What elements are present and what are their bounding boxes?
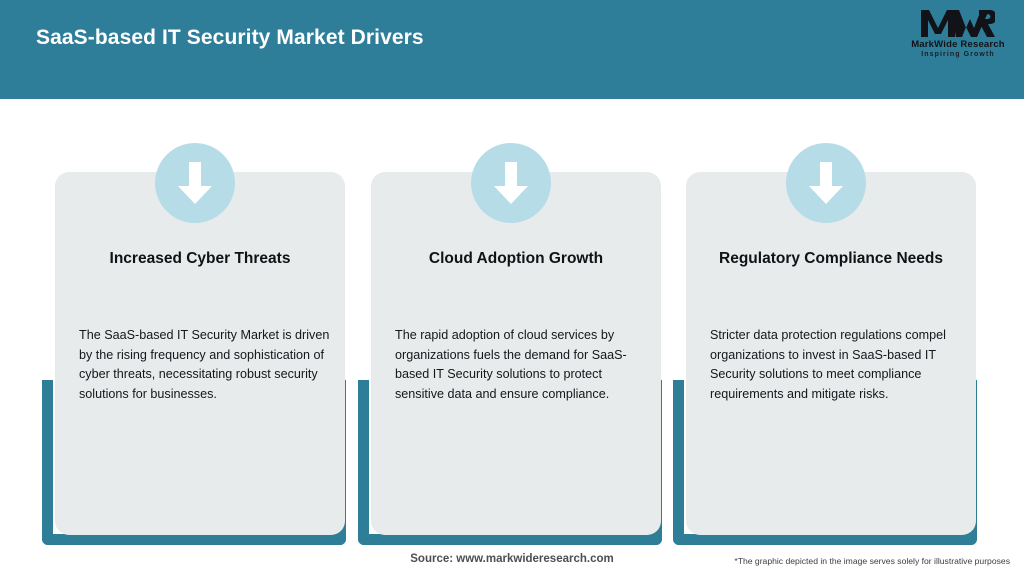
source-label: Source: www.markwideresearch.com: [410, 553, 614, 565]
page-title: SaaS-based IT Security Market Drivers: [36, 26, 424, 49]
disclaimer-label: *The graphic depicted in the image serve…: [734, 556, 1010, 566]
card-title: Regulatory Compliance Needs: [719, 250, 943, 267]
brand-logo: MarkWide Research Inspiring Growth: [904, 8, 1012, 64]
driver-card-1: Increased Cyber Threats The SaaS-based I…: [42, 99, 346, 545]
mwr-monogram-icon: [904, 8, 1012, 38]
card-title: Increased Cyber Threats: [109, 250, 291, 267]
arrow-down-icon: [786, 143, 866, 223]
driver-card-2: Cloud Adoption Growth The rapid adoption…: [358, 99, 662, 545]
driver-card-3: Regulatory Compliance Needs Stricter dat…: [673, 99, 977, 545]
arrow-down-icon: [471, 143, 551, 223]
header-band: [0, 0, 1024, 99]
card-title: Cloud Adoption Growth: [428, 250, 604, 267]
card-body-text: The rapid adoption of cloud services by …: [395, 328, 627, 401]
card-body-text: The SaaS-based IT Security Market is dri…: [79, 328, 330, 401]
drivers-card-row: Increased Cyber Threats The SaaS-based I…: [0, 99, 1024, 545]
card-body-text: Stricter data protection regulations com…: [710, 328, 946, 401]
card-panel: [686, 172, 976, 535]
logo-tagline: Inspiring Growth: [921, 51, 995, 58]
logo-company-name: MarkWide Research: [911, 39, 1005, 50]
card-panel: [371, 172, 661, 535]
arrow-down-icon: [155, 143, 235, 223]
card-panel: [55, 172, 345, 535]
